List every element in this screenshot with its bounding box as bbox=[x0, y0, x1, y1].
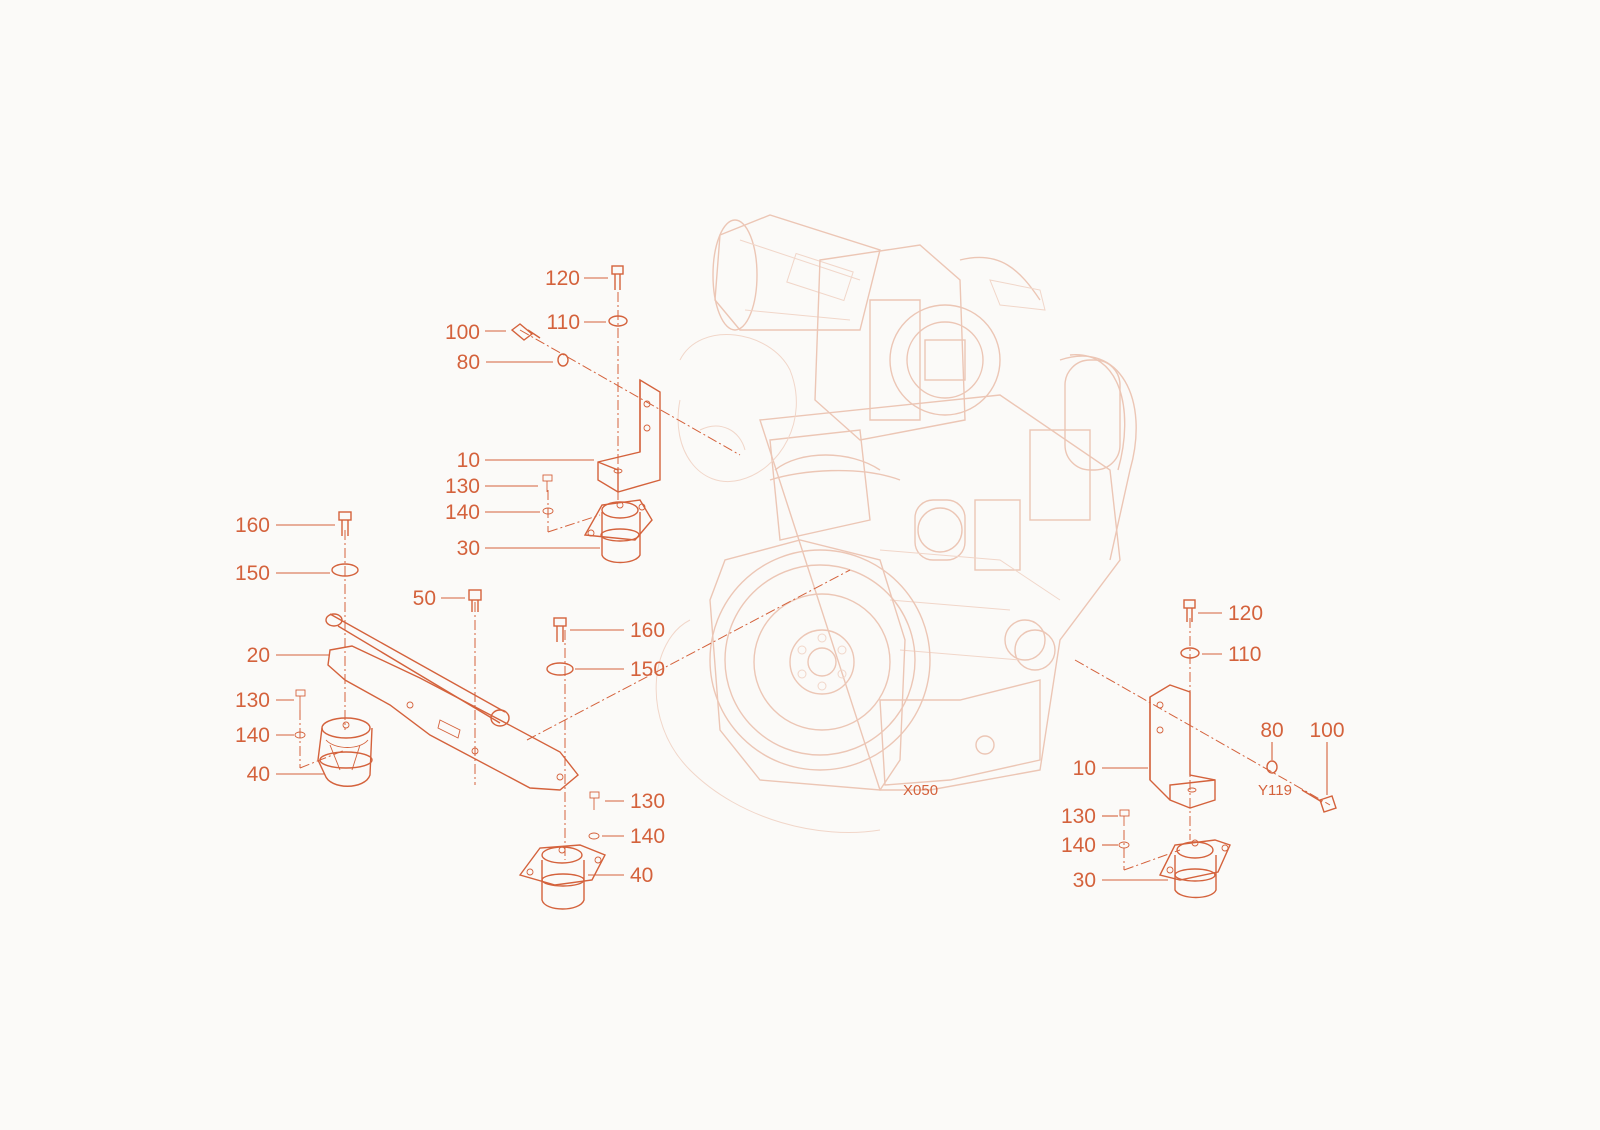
washer-140-right bbox=[1118, 841, 1130, 849]
mount-30-upper bbox=[583, 499, 653, 564]
mount-40-center bbox=[518, 844, 606, 910]
callout-labels: 120 110 100 80 10 130 140 30 160 150 50 … bbox=[235, 267, 1345, 892]
washer-140-left bbox=[294, 731, 306, 739]
callout-150-center: 150 bbox=[630, 658, 665, 681]
bolt-160-center bbox=[553, 617, 567, 642]
engine-assembly-ghost bbox=[655, 214, 1137, 833]
callout-40-center: 40 bbox=[630, 864, 653, 887]
callout-40-left: 40 bbox=[247, 763, 270, 786]
callout-150-left: 150 bbox=[235, 562, 270, 585]
callout-140-upper: 140 bbox=[445, 501, 480, 524]
callout-160-left: 160 bbox=[235, 514, 270, 537]
callout-140-right: 140 bbox=[1061, 834, 1096, 857]
washer-80-upper bbox=[557, 353, 569, 367]
bracket-10-right bbox=[1149, 684, 1216, 809]
washer-150-left bbox=[331, 563, 359, 577]
callout-120-right: 120 bbox=[1228, 602, 1263, 625]
bolt-130-center bbox=[589, 791, 600, 810]
mount-30-right bbox=[1158, 839, 1231, 899]
washer-80-right bbox=[1266, 760, 1278, 774]
callout-100-upper: 100 bbox=[445, 321, 480, 344]
washer-140-upper bbox=[542, 507, 554, 515]
callout-30-right: 30 bbox=[1073, 869, 1096, 892]
bracket-10-upper bbox=[597, 378, 661, 493]
callout-20: 20 bbox=[247, 644, 270, 667]
ref-y119: Y119 bbox=[1258, 782, 1292, 799]
washer-140-center bbox=[588, 832, 600, 840]
callout-10-upper: 10 bbox=[457, 449, 480, 472]
washer-150-center bbox=[546, 662, 574, 676]
bolt-130-left bbox=[295, 689, 306, 710]
washer-110-upper bbox=[608, 315, 628, 327]
bolt-100-right bbox=[1301, 789, 1337, 813]
alignment-lines bbox=[299, 292, 1331, 871]
callout-50: 50 bbox=[413, 587, 436, 610]
washer-110-right bbox=[1180, 647, 1200, 659]
crossbeam-20 bbox=[325, 613, 579, 791]
bolt-130-upper bbox=[542, 474, 553, 492]
ref-x050: X050 bbox=[903, 782, 938, 799]
callout-140-center: 140 bbox=[630, 825, 665, 848]
callout-10-right: 10 bbox=[1073, 757, 1096, 780]
bolt-100-upper bbox=[510, 323, 541, 341]
callout-110-right: 110 bbox=[1228, 643, 1261, 666]
bolt-130-right bbox=[1119, 809, 1130, 826]
callout-80-right: 80 bbox=[1260, 719, 1283, 742]
callout-160-center: 160 bbox=[630, 619, 665, 642]
callout-130-center: 130 bbox=[630, 790, 665, 813]
callout-140-left: 140 bbox=[235, 724, 270, 747]
callout-130-left: 130 bbox=[235, 689, 270, 712]
bolt-120-right bbox=[1183, 599, 1196, 622]
leader-lines bbox=[276, 277, 1328, 881]
callout-80-upper: 80 bbox=[457, 351, 480, 374]
mount-40-left bbox=[317, 717, 373, 787]
bolt-50 bbox=[468, 589, 482, 612]
callout-30-upper: 30 bbox=[457, 537, 480, 560]
callout-130-upper: 130 bbox=[445, 475, 480, 498]
bolt-120-upper bbox=[611, 265, 624, 290]
bolt-160-left bbox=[338, 511, 352, 536]
callout-100-right: 100 bbox=[1309, 719, 1344, 742]
callout-130-right: 130 bbox=[1061, 805, 1096, 828]
callout-110-upper: 110 bbox=[547, 311, 580, 334]
callout-120-upper: 120 bbox=[545, 267, 580, 290]
